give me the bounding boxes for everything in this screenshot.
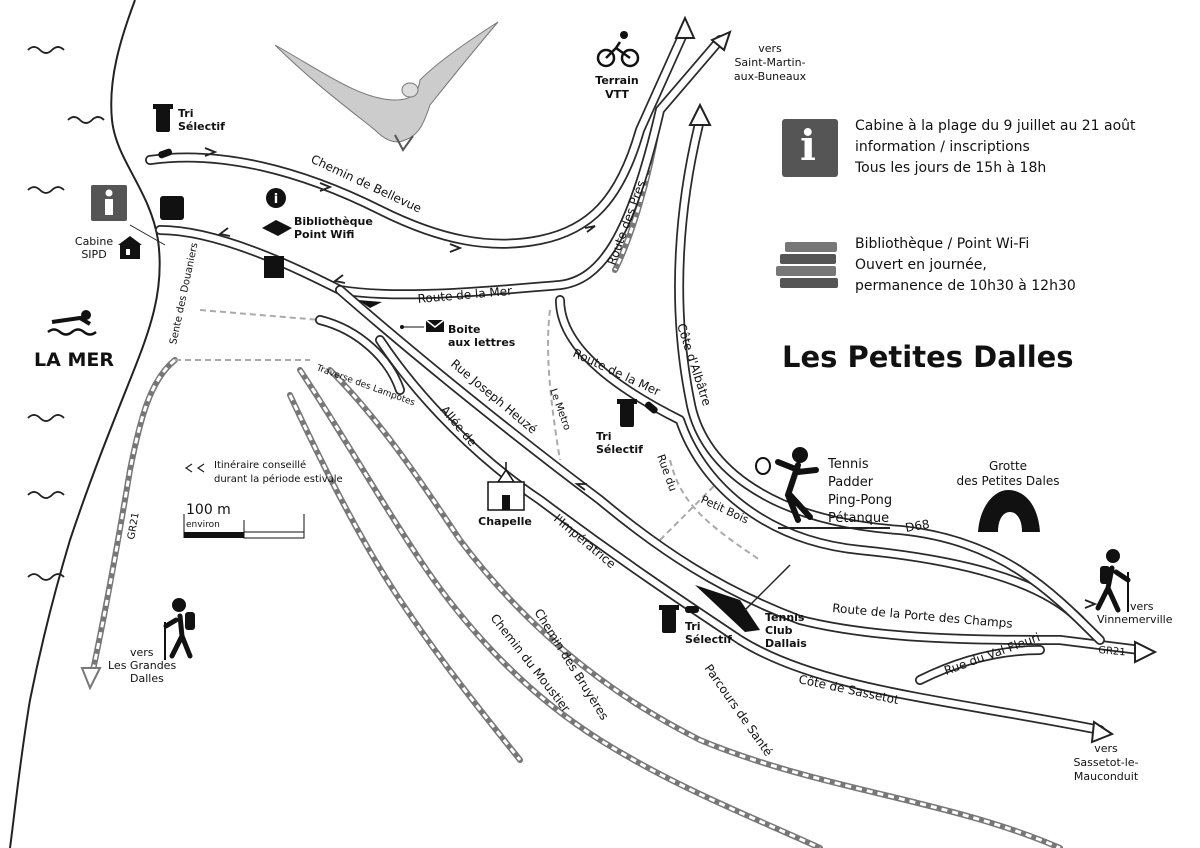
envelope-icon xyxy=(400,319,445,332)
street-gr21-2: GR21 xyxy=(1098,645,1126,658)
scale-value: 100 m xyxy=(186,502,231,518)
letterbox-label-1: Boite xyxy=(448,323,480,336)
dest-saint-martin-1: vers xyxy=(758,42,782,55)
chapel-label: Chapelle xyxy=(478,515,532,528)
street-route-mer-2: Route de la Mer xyxy=(571,346,663,399)
itinerary-legend: Itinéraire conseillé durant la période e… xyxy=(184,459,343,485)
dest-grandes-dalles-3: Dalles xyxy=(130,672,164,685)
library-info-icon: i xyxy=(262,188,292,236)
tri-label-1: Tri xyxy=(178,107,194,120)
seagull-illustration xyxy=(274,21,499,152)
scale-bar: 100 m environ xyxy=(183,502,305,539)
sea-waves xyxy=(27,46,105,581)
dest-grandes-dalles-1: vers xyxy=(130,646,154,659)
library-label-2: Point Wifi xyxy=(294,228,354,241)
sport-padder: Padder xyxy=(828,475,874,490)
info-sign-icon: i xyxy=(782,119,838,177)
coastline xyxy=(9,0,161,848)
tri-south-label-1: Tri xyxy=(685,620,701,633)
library-info-line1: Bibliothèque / Point Wi-Fi xyxy=(855,236,1030,252)
library-label-1: Bibliothèque xyxy=(294,215,373,228)
dest-grandes-dalles-2: Les Grandes xyxy=(108,659,176,672)
outgoing-road-arrowheads xyxy=(80,15,1158,744)
dest-sassetot-3: Mauconduit xyxy=(1074,770,1139,783)
cave-label-1: Grotte xyxy=(989,459,1027,473)
hiker-icon-grandes-dalles xyxy=(163,598,195,660)
street-route-mer-1: Route de la Mer xyxy=(417,284,513,306)
map-title: Les Petites Dalles xyxy=(782,340,1074,374)
legend-itinerary-1: Itinéraire conseillé xyxy=(214,459,306,471)
route-direction-arrows xyxy=(204,147,1098,609)
dest-sassetot-1: vers xyxy=(1094,742,1118,755)
tri-south-label-2: Sélectif xyxy=(685,633,732,646)
sport-petanque: Pétanque xyxy=(828,511,889,526)
vtt-label-2: VTT xyxy=(605,88,629,101)
dest-saint-martin-3: aux-Buneaux xyxy=(734,70,807,83)
library-info-line3: permanence de 10h30 à 12h30 xyxy=(855,278,1076,294)
sea-label: LA MER xyxy=(34,349,114,371)
parking-label: P xyxy=(166,200,178,220)
cabin-icon xyxy=(118,236,142,259)
hiker-icon-vinnemerville xyxy=(1095,549,1131,613)
chapel-icon xyxy=(487,462,525,511)
recycling-bin-icon-center xyxy=(617,399,658,427)
library-building xyxy=(264,256,284,278)
tennis-club-label-1: Tennis xyxy=(765,611,805,624)
swimmer-icon xyxy=(47,310,97,336)
tri-label-2: Sélectif xyxy=(178,120,225,133)
books-stack-icon xyxy=(776,242,838,288)
recycling-bin-icon-south xyxy=(659,605,699,633)
library-info-text: Bibliothèque / Point Wi-Fi Ouvert en jou… xyxy=(855,234,1076,297)
street-petit-bois-1: Rue du xyxy=(654,453,679,493)
vtt-label-1: Terrain xyxy=(595,74,638,87)
tennis-club-area xyxy=(695,585,760,632)
street-d68: D68 xyxy=(904,517,931,535)
legend-itinerary-2: durant la période estivale xyxy=(214,473,343,485)
library-info-line2: Ouvert en journée, xyxy=(855,257,987,273)
parking-sign: P xyxy=(160,196,184,220)
letterbox-triangle xyxy=(358,300,382,308)
tennis-club-label-2: Club xyxy=(765,624,793,637)
dest-vinnemerville-1: vers xyxy=(1130,600,1154,613)
tennis-club-label-3: Dallais xyxy=(765,637,807,650)
sport-tennis: Tennis xyxy=(827,457,869,472)
street-sente-douaniers: Sente des Douaniers xyxy=(168,242,200,346)
street-le-metro: Le Metro xyxy=(547,387,572,432)
cabin-info-line3: Tous les jours de 15h à 18h xyxy=(855,160,1047,176)
cave-icon xyxy=(978,490,1040,532)
svg-text:i: i xyxy=(274,192,278,207)
cabine-label-1: Cabine xyxy=(75,235,113,248)
info-sign-map-icon xyxy=(91,185,127,221)
cabin-info-line2: information / inscriptions xyxy=(855,139,1030,155)
info-pointer-line xyxy=(129,224,166,246)
tennis-player-icon xyxy=(755,447,819,523)
street-allee-2: l'Impératrice xyxy=(551,512,618,572)
recycling-bin-icon-north xyxy=(153,104,173,159)
cabin-info-text: Cabine à la plage du 9 juillet au 21 aoû… xyxy=(855,116,1136,179)
dest-vinnemerville-2: Vinnemerville xyxy=(1097,613,1173,626)
cyclist-icon xyxy=(596,31,640,68)
tri-center-label-1: Tri xyxy=(596,430,612,443)
scale-note: environ xyxy=(186,520,220,530)
tri-center-label-2: Sélectif xyxy=(596,443,643,456)
street-gr21-1: GR21 xyxy=(126,512,142,541)
dest-sassetot-2: Sassetot-le- xyxy=(1073,756,1138,769)
cabine-label-2: SIPD xyxy=(81,248,106,261)
dest-saint-martin-2: Saint-Martin- xyxy=(734,56,805,69)
tennis-pointer-line xyxy=(744,564,791,611)
road-network xyxy=(145,25,1145,735)
cabin-info-line1: Cabine à la plage du 9 juillet au 21 aoû… xyxy=(855,118,1136,134)
sport-ping-pong: Ping-Pong xyxy=(828,493,892,508)
cave-label-2: des Petites Dales xyxy=(956,474,1059,488)
letterbox-label-2: aux lettres xyxy=(448,336,516,349)
